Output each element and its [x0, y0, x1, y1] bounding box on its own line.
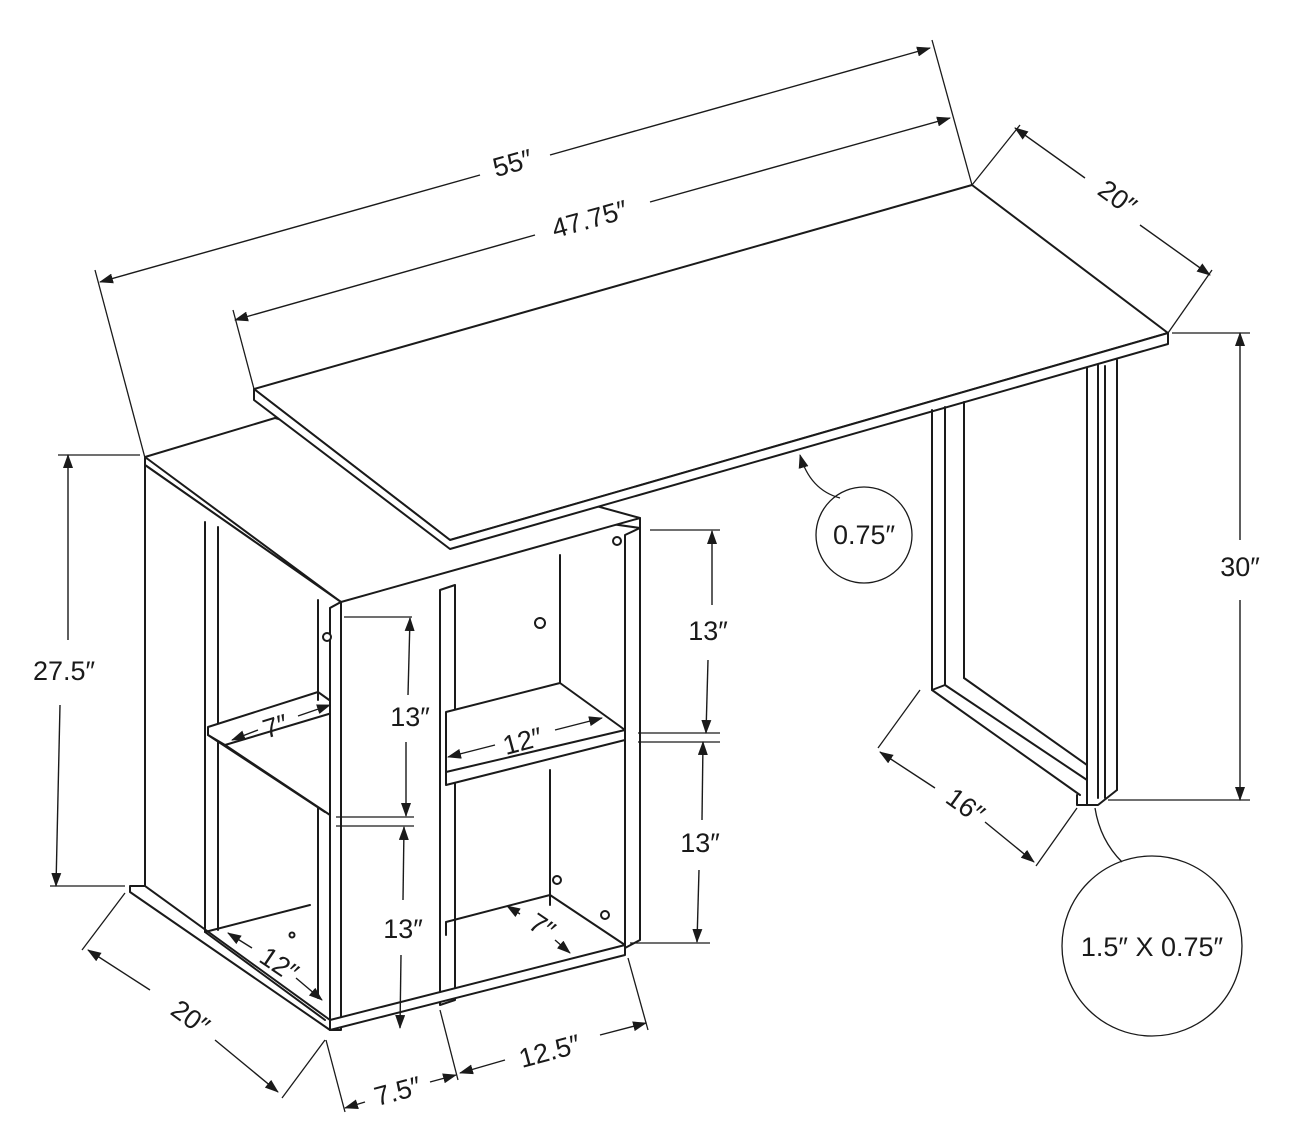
label-75: 7.5″	[371, 1071, 425, 1112]
dim-20b-b	[214, 1039, 279, 1093]
label-13-right-upper: 13″	[688, 616, 728, 646]
ext-4775-left	[232, 309, 255, 390]
ext-55-left	[94, 269, 146, 459]
cam-hole-4	[552, 875, 562, 885]
right-shelf-mid-front	[445, 729, 626, 773]
right-back-edge	[549, 554, 561, 906]
cam-hole-6	[288, 931, 296, 939]
dim-20b-a	[87, 949, 151, 991]
ext-20top-b	[1167, 269, 1213, 334]
leg-back-post	[931, 401, 965, 691]
dim-4775-b	[649, 116, 951, 203]
label-30: 30″	[1220, 552, 1260, 582]
ext-75-mid	[439, 1009, 459, 1081]
bookcase-unit	[129, 417, 641, 1031]
ext-125-right	[627, 957, 649, 1031]
label-20-top: 20″	[1092, 174, 1142, 222]
bookcase-base	[329, 944, 626, 1031]
ext-20top-a	[971, 124, 1021, 186]
desk-top	[253, 184, 1169, 550]
dim-75-b	[429, 1073, 457, 1084]
dim-7low-a	[506, 905, 521, 918]
center-divider	[439, 584, 456, 1006]
cam-hole-1	[612, 536, 622, 546]
left-bottom-shelf	[204, 904, 326, 1021]
label-55: 55″	[490, 143, 537, 183]
dim-55-a	[99, 174, 481, 284]
bookcase-front-panel	[329, 601, 342, 1031]
dim-13r2-a	[697, 741, 708, 821]
dim-7left-a	[231, 729, 259, 741]
label-13-right-lower: 13″	[680, 828, 720, 858]
dim-12mid-a	[447, 744, 496, 759]
cam-hole-5	[600, 910, 610, 920]
ext-75-left	[325, 1039, 346, 1113]
dim-12mid-b	[554, 716, 603, 731]
desk-top-surface	[253, 184, 1169, 541]
label-leg-profile: 1.5″ X 0.75″	[1081, 932, 1224, 962]
dim-275-b	[51, 704, 62, 887]
dim-13r1-b	[701, 659, 712, 734]
dimension-lines	[50, 39, 1250, 1113]
dim-75-a	[344, 1099, 366, 1110]
dim-13f2-b	[395, 954, 406, 1029]
dim-125-a	[459, 1059, 506, 1075]
dim-125-b	[599, 1021, 647, 1036]
dim-13f1-a	[404, 617, 415, 696]
cam-hole-3	[322, 632, 332, 642]
desk-top-edge	[253, 332, 1169, 550]
right-end-panel	[624, 527, 641, 949]
dim-20top-b	[1139, 224, 1211, 276]
dim-4775-a	[234, 234, 536, 322]
label-13-front-lower: 13″	[383, 914, 423, 944]
dim-13r2-b	[692, 869, 703, 943]
leg-foot-rail	[931, 677, 1088, 796]
dim-12low-a	[227, 932, 253, 949]
callout-075-circle	[815, 486, 913, 584]
dim-16-b	[984, 821, 1035, 863]
dim-7low-b	[554, 939, 571, 954]
dim-12low-b	[295, 977, 323, 1001]
left-panel-edge	[144, 464, 331, 1021]
callout-leg-circle	[1061, 855, 1243, 1037]
dim-16-a	[879, 751, 936, 789]
dim-7left-b	[297, 704, 331, 717]
label-20-bottom: 20″	[165, 994, 215, 1042]
label-275: 27.5″	[33, 656, 96, 686]
dim-13f2-a	[398, 826, 409, 901]
callout-leg-leader	[1094, 807, 1123, 863]
bookcase-top-surface	[144, 417, 641, 603]
ext-16-b	[1035, 807, 1078, 867]
cam-hole-2	[534, 617, 546, 629]
dim-20top-a	[1014, 127, 1086, 179]
leg-front-post	[1086, 359, 1118, 806]
label-075: 0.75″	[833, 520, 896, 550]
right-bottom-shelf	[445, 894, 626, 946]
dim-55-b	[549, 46, 931, 156]
callout-075-leader	[798, 454, 841, 499]
left-shelf-depth	[207, 734, 331, 816]
ext-20b-a	[81, 892, 126, 951]
label-125: 12.5″	[516, 1029, 584, 1074]
ext-16-a	[877, 689, 921, 749]
label-4775: 47.75″	[548, 194, 631, 244]
ext-55-right	[931, 39, 973, 186]
leg-bottom	[1076, 789, 1118, 806]
ext-20b-b	[281, 1039, 326, 1099]
metal-leg	[931, 359, 1118, 806]
label-16: 16″	[940, 782, 990, 830]
label-13-front-upper: 13″	[390, 702, 430, 732]
